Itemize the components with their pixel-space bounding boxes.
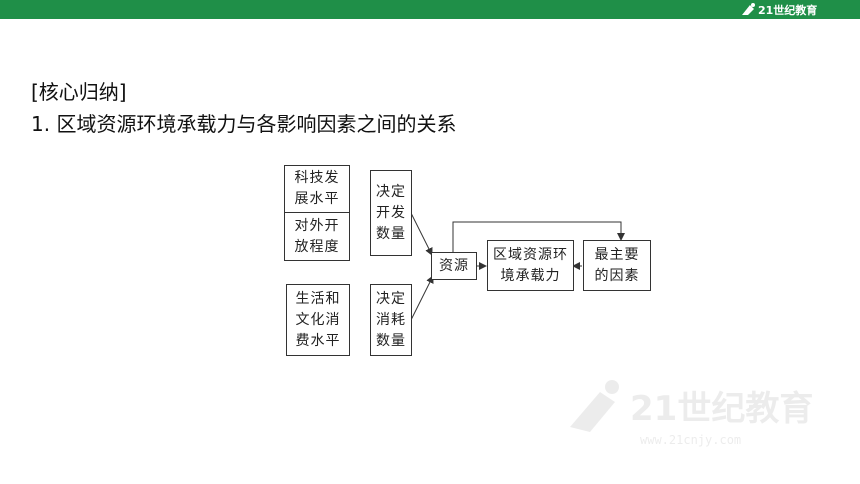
openness-line-1: 对外开: [294, 217, 340, 234]
section-title: [核心归纳]: [31, 80, 127, 104]
main-factor-line-2: 的因素: [594, 267, 640, 284]
box-decide-development: 决定 开发 数量: [370, 170, 412, 256]
box-carrying-capacity: 区域资源环 境承载力: [487, 240, 574, 291]
section-subtitle: 1. 区域资源环境承载力与各影响因素之间的关系: [31, 112, 457, 136]
site-logo: 21世纪教育: [742, 3, 817, 17]
watermark-logo: 21世纪教育 www.21cnjy.com: [570, 380, 813, 447]
arrow-resources-to-mainfactor: [452, 221, 625, 252]
top-header-bar: 21世纪教育: [0, 0, 860, 19]
tech-dev-line-2: 展水平: [294, 191, 340, 207]
svg-text:www.21cnjy.com: www.21cnjy.com: [640, 433, 741, 447]
box-tech-development: 科技发 展水平: [285, 166, 349, 213]
box-decide-consumption: 决定 消耗 数量: [370, 284, 412, 356]
arrow-dev-to-resources: [410, 212, 433, 256]
living-line-1: 生活和: [295, 290, 341, 307]
decide-consume-line-3: 数量: [376, 332, 406, 349]
arrow-consume-to-resources: [410, 275, 434, 321]
svg-text:21世纪教育: 21世纪教育: [630, 389, 813, 429]
living-line-2: 文化消: [295, 311, 341, 328]
living-line-3: 费水平: [295, 332, 341, 349]
tech-dev-line-1: 科技发: [294, 170, 340, 186]
decide-dev-line-2: 开发: [376, 204, 406, 221]
box-living-standard: 生活和 文化消 费水平: [286, 284, 350, 356]
box-openness: 对外开 放程度: [285, 212, 349, 261]
decide-dev-line-1: 决定: [376, 183, 406, 200]
capacity-line-1: 区域资源环: [493, 246, 568, 263]
box-main-factor: 最主要 的因素: [583, 240, 651, 291]
openness-line-2: 放程度: [294, 238, 340, 255]
box-tech-and-openness: 科技发 展水平 对外开 放程度: [284, 165, 350, 261]
decide-consume-line-2: 消耗: [376, 311, 406, 328]
decide-dev-line-3: 数量: [376, 225, 406, 242]
box-resources: 资源: [431, 252, 477, 280]
resources-label: 资源: [439, 257, 469, 274]
decide-consume-line-1: 决定: [376, 290, 406, 307]
main-factor-line-1: 最主要: [594, 246, 640, 263]
svg-text:21世纪教育: 21世纪教育: [758, 3, 817, 17]
capacity-line-2: 境承载力: [500, 267, 561, 284]
